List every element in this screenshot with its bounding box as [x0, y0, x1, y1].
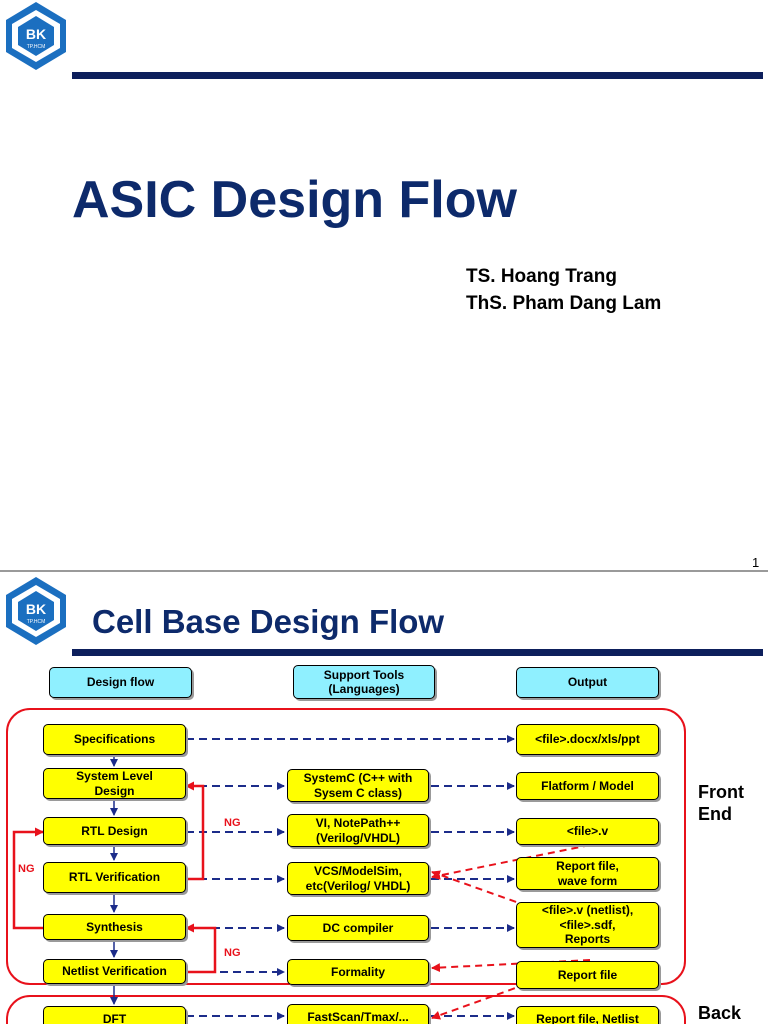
output-header: Output [516, 667, 659, 698]
logo-subtext: TP.HCM [27, 44, 46, 50]
front-end-label: Front End [698, 782, 744, 824]
tool-vi-notepath: VI, NotePath++ (Verilog/VHDL) [287, 814, 429, 847]
slide-title: ASIC Design Flow [72, 171, 517, 229]
header-bar [72, 72, 763, 79]
flow-step-rtl-verification: RTL Verification [43, 862, 186, 893]
slide-divider [0, 570, 768, 572]
tool-dc-compiler: DC compiler [287, 915, 429, 941]
flow-step-synthesis: Synthesis [43, 914, 186, 940]
tool-formality: Formality [287, 959, 429, 985]
logo-text: BK [26, 601, 46, 617]
flow-step-system-level-design: System Level Design [43, 768, 186, 799]
tool-systemc: SystemC (C++ with Sysem C class) [287, 769, 429, 802]
slide-title: Cell Base Design Flow [92, 603, 445, 640]
design-flow-header: Design flow [49, 667, 192, 698]
ng-label: NG [224, 947, 241, 959]
back-end-label: Back [698, 1003, 742, 1023]
output-report-wave: Report file, wave form [516, 857, 659, 890]
support-tools-header: Support Tools (Languages) [293, 665, 435, 699]
page-number: 1 [752, 555, 760, 570]
ng-loops [12, 781, 217, 974]
author-name: ThS. Pham Dang Lam [466, 293, 662, 314]
university-logo: BK TP.HCM [6, 2, 66, 70]
flow-step-dft: DFT [43, 1006, 186, 1024]
output-docs: <file>.docx/xls/ppt [516, 724, 659, 755]
university-logo: BK TP.HCM [6, 577, 66, 645]
flow-connectors [12, 735, 591, 1020]
header-bar [72, 649, 763, 656]
flow-step-rtl-design: RTL Design [43, 817, 186, 845]
output-platform-model: Flatform / Model [516, 772, 659, 800]
ng-label: NG [224, 817, 241, 829]
logo-subtext: TP.HCM [27, 619, 46, 625]
logo-text: BK [26, 26, 46, 42]
output-report-netlist: Report file, Netlist [516, 1006, 659, 1024]
design-flow-slide: BK TP.HCM Cell Base Design Flow [0, 572, 768, 1024]
flow-step-specifications: Specifications [43, 724, 186, 755]
tool-vcs-modelsim: VCS/ModelSim, etc(Verilog/ VHDL) [287, 862, 429, 895]
tool-fastscan: FastScan/Tmax/... [287, 1004, 429, 1024]
ng-label: NG [18, 863, 35, 875]
output-report-file: Report file [516, 961, 659, 989]
output-verilog-file: <file>.v [516, 818, 659, 845]
title-slide: BK TP.HCM ASIC Design Flow TS. Hoang Tra… [6, 2, 763, 570]
author-name: TS. Hoang Trang [466, 266, 617, 287]
flow-step-netlist-verification: Netlist Verification [43, 959, 186, 984]
output-netlist-sdf: <file>.v (netlist), <file>.sdf, Reports [516, 902, 659, 948]
